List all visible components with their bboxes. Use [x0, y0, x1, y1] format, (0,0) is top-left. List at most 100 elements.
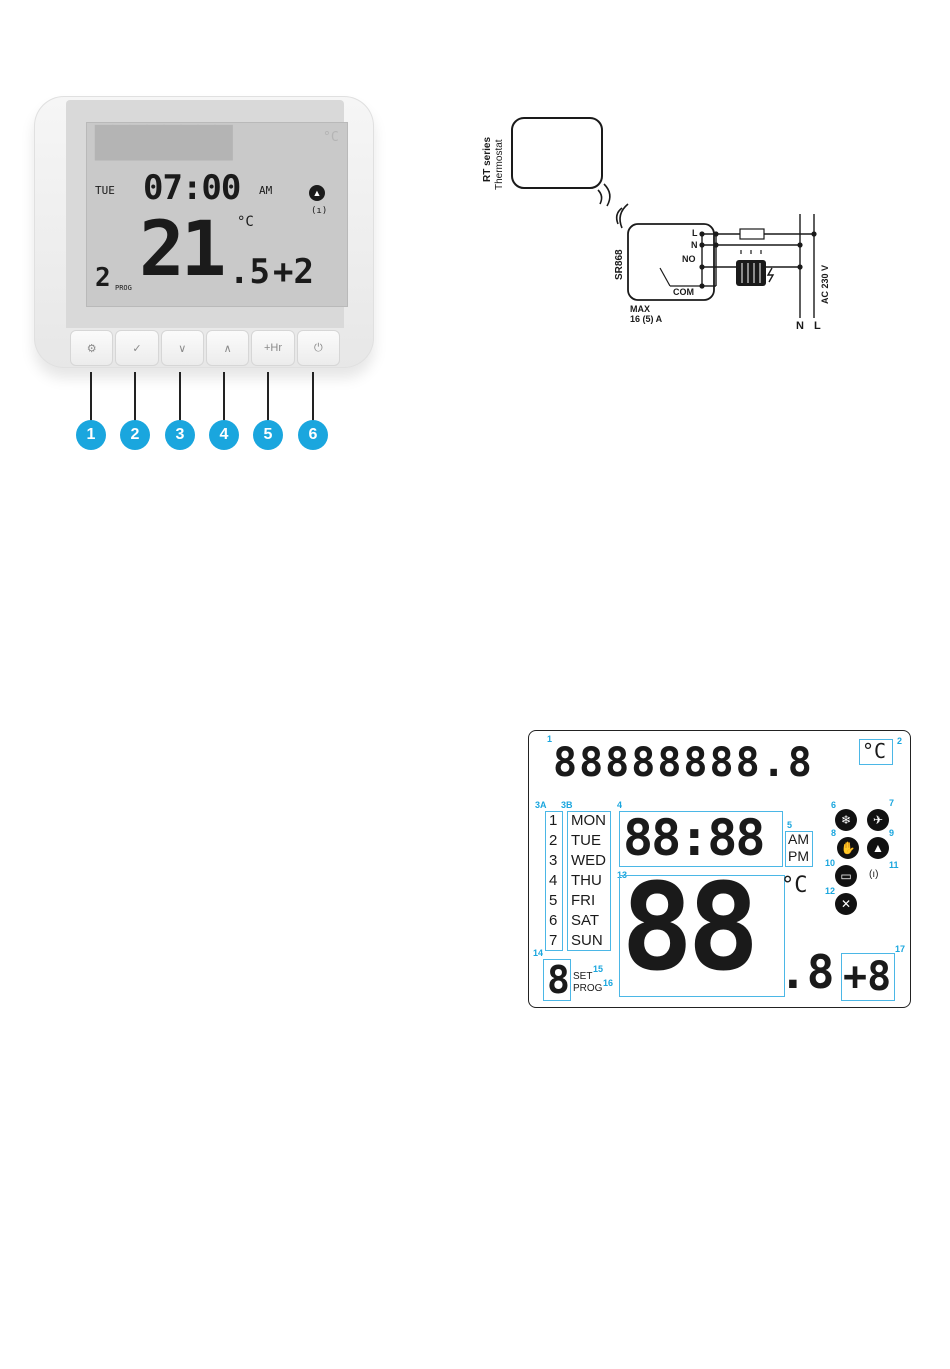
- callout-17: 17: [895, 945, 905, 954]
- callout-1: 1: [547, 735, 552, 744]
- am-label: AM: [788, 831, 809, 848]
- neutral-label: N: [796, 320, 804, 332]
- unit-top: °C: [862, 741, 886, 761]
- signal-icon: (ı): [869, 865, 878, 885]
- leader-line-1: [90, 372, 92, 422]
- callout-10: 10: [825, 859, 835, 868]
- big-temp-decimal: .8: [779, 949, 834, 995]
- lcd-temp-decimal: .5: [229, 255, 270, 289]
- battery-icon: ▭: [835, 865, 857, 887]
- lcd-temp-unit: °C: [237, 215, 254, 229]
- up-button[interactable]: ∧: [206, 330, 249, 366]
- wiring-lines: [470, 108, 850, 338]
- leader-line-6: [312, 372, 314, 422]
- big-temp-unit: °C: [781, 875, 808, 897]
- receiver-label: SR868: [614, 249, 625, 280]
- terminal-no-label: NO: [682, 254, 696, 264]
- check-button[interactable]: ✓: [115, 330, 158, 366]
- callout-3a: 3A: [535, 801, 547, 810]
- callout-15: 15: [593, 965, 603, 974]
- snowflake-icon: ❄: [835, 809, 857, 831]
- airplane-icon: ✈: [867, 809, 889, 831]
- wiring-diagram: RT series Thermostat SR868 L N NO COM MA…: [470, 108, 850, 338]
- power-icon: ⏻: [314, 342, 323, 355]
- max-current-value: 16 (5) A: [630, 314, 662, 324]
- weekday-label: SUN: [571, 931, 603, 951]
- thermostat-lcd: ████████ °C TUE 07:00 AM ▲ (ı) 21 °C .5 …: [86, 122, 348, 307]
- lcd-temperature: 21: [139, 211, 223, 287]
- terminal-l-label: L: [692, 228, 698, 238]
- callout-badge-4: 4: [209, 420, 239, 450]
- callout-badge-2: 2: [120, 420, 150, 450]
- callout-badge-1: 1: [76, 420, 106, 450]
- max-current-label: MAX: [630, 304, 650, 314]
- flame-icon: ▲: [309, 185, 325, 201]
- program-number: 7: [549, 931, 557, 951]
- leader-line-3: [179, 372, 181, 422]
- flame-icon: ▲: [867, 837, 889, 859]
- callout-badge-3: 3: [165, 420, 195, 450]
- program-number: 4: [549, 871, 557, 891]
- gear-button[interactable]: ⚙: [70, 330, 113, 366]
- set-label: SET: [573, 971, 592, 983]
- lcd-day: TUE: [95, 185, 115, 196]
- program-number: 6: [549, 911, 557, 931]
- callout-4: 4: [617, 801, 622, 810]
- program-number: 5: [549, 891, 557, 911]
- pm-label: PM: [788, 848, 809, 865]
- callout-14: 14: [533, 949, 543, 958]
- lcd-prog-number: 2: [95, 265, 111, 291]
- callout-12: 12: [825, 887, 835, 896]
- callout-5: 5: [787, 821, 792, 830]
- check-icon: ✓: [132, 342, 141, 355]
- big-temperature: 88: [621, 869, 754, 989]
- callout-11: 11: [889, 861, 899, 870]
- callout-6: 6: [831, 801, 836, 810]
- program-number: 2: [549, 831, 557, 851]
- chevron-up-icon: ∧: [224, 342, 232, 355]
- callout-badge-6: 6: [298, 420, 328, 450]
- leader-line-4: [223, 372, 225, 422]
- terminal-com-label: COM: [673, 287, 694, 297]
- program-number: 1: [549, 811, 557, 831]
- down-button[interactable]: ∨: [161, 330, 204, 366]
- thermostat-type-label: Thermostat: [494, 139, 505, 190]
- callout-16: 16: [603, 979, 613, 988]
- top-segment-row: 88888888.8: [553, 743, 814, 783]
- chevron-down-icon: ∨: [178, 342, 186, 355]
- callout-8: 8: [831, 829, 836, 838]
- gear-icon: ⚙: [87, 342, 97, 355]
- lcd-ghost-unit: °C: [323, 131, 339, 144]
- plus-hour-icon: +Hr: [264, 342, 282, 354]
- clock-digits: 88:88: [623, 813, 764, 863]
- callout-7: 7: [889, 799, 894, 808]
- callout-3b: 3B: [561, 801, 573, 810]
- weekday-label: SAT: [571, 911, 599, 931]
- thermostat-series-label: RT series: [482, 137, 493, 182]
- offset-digits: +8: [843, 957, 891, 997]
- program-number: 3: [549, 851, 557, 871]
- lcd-offset: +2: [273, 255, 314, 289]
- weekday-label: WED: [571, 851, 606, 871]
- weekday-label: TUE: [571, 831, 601, 851]
- lcd-legend-display: 1 88888888.8 °C 2 3A 3B 1 2 3 4 5 6 7 MO…: [528, 730, 911, 1008]
- signal-icon: (ı): [311, 207, 327, 216]
- plus-hour-button[interactable]: +Hr: [251, 330, 294, 366]
- tools-icon: ✕: [835, 893, 857, 915]
- leader-line-5: [267, 372, 269, 422]
- weekday-label: MON: [571, 811, 606, 831]
- callout-9: 9: [889, 829, 894, 838]
- weekday-label: THU: [571, 871, 602, 891]
- prog-label: PROG: [573, 983, 602, 995]
- thermostat-button-row: ⚙ ✓ ∨ ∧ +Hr ⏻: [70, 330, 340, 366]
- power-button[interactable]: ⏻: [297, 330, 340, 366]
- callout-2: 2: [897, 737, 902, 746]
- callout-badge-5: 5: [253, 420, 283, 450]
- lcd-time: 07:00: [143, 171, 240, 205]
- hand-icon: ✋: [837, 837, 859, 859]
- prog-digit: 8: [547, 961, 570, 999]
- supply-voltage-label: AC 230 V: [820, 265, 830, 304]
- leader-line-2: [134, 372, 136, 422]
- lcd-ampm: AM: [259, 185, 272, 196]
- lcd-prog-label: PROG: [115, 285, 132, 292]
